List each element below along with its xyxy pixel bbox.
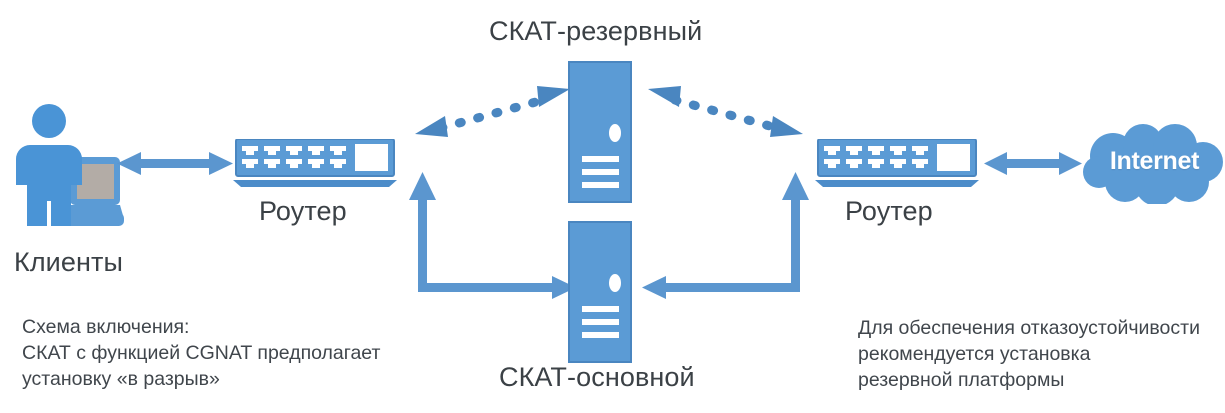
arrow-router-left-to-skat-main [409, 172, 576, 299]
server-skat-main-icon [568, 221, 632, 363]
internet-cloud-icon [1083, 124, 1223, 204]
arrow-clients-to-router-left [117, 152, 233, 175]
caption-left: Схема включения: СКАТ с функцией CGNAT п… [22, 316, 381, 390]
internet-label: Internet [1109, 147, 1200, 175]
client-person-computer-icon [16, 104, 124, 226]
router-left-icon [233, 139, 397, 187]
server-skat-backup-icon [568, 61, 632, 203]
arrow-router-right-to-internet [984, 152, 1082, 175]
arrow-skat-backup-to-router-right [648, 86, 803, 137]
clients-label: Клиенты [14, 247, 123, 277]
router-left-label: Роутер [259, 196, 347, 226]
skat-backup-label: СКАТ-резервный [489, 16, 703, 46]
skat-main-label: СКАТ-основной [499, 362, 695, 392]
router-right-label: Роутер [845, 196, 933, 226]
arrow-router-right-to-skat-main [642, 172, 809, 299]
router-right-icon [815, 139, 979, 187]
caption-right: Для обеспечения отказоустойчивости реком… [858, 317, 1200, 391]
arrow-router-left-to-skat-backup [415, 86, 570, 137]
